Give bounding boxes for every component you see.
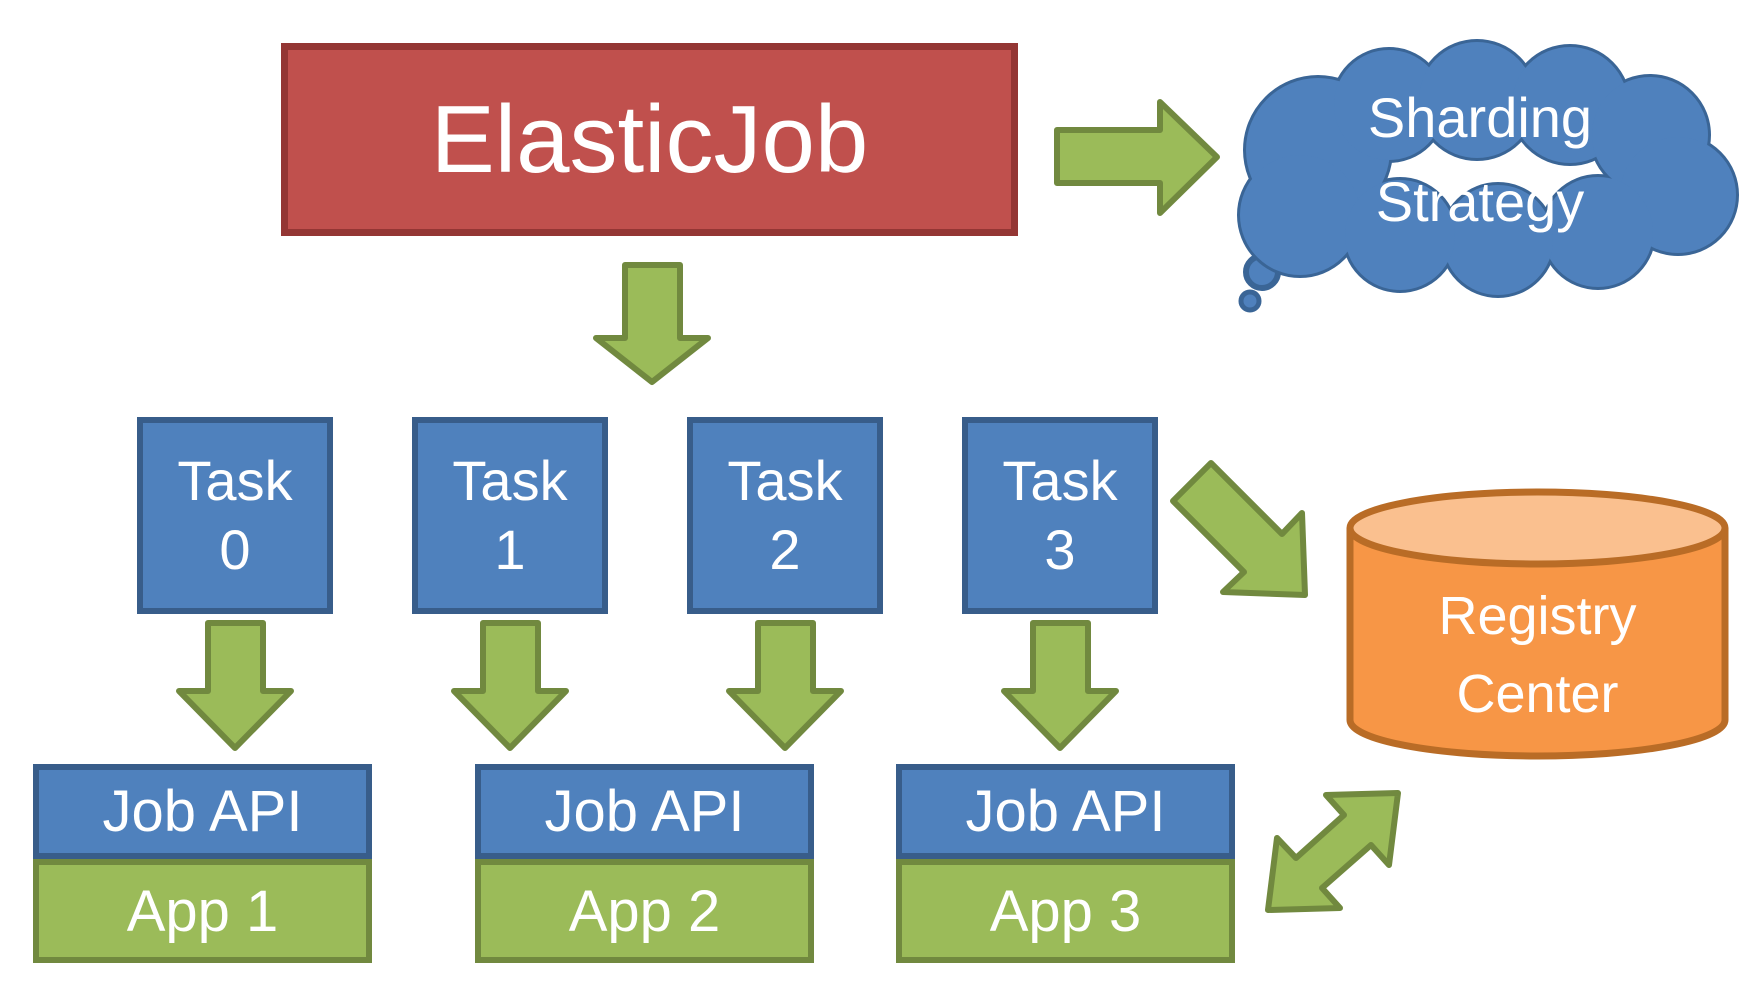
arrow-task3-down-icon xyxy=(1001,620,1119,751)
app-3-box: App 3 xyxy=(896,859,1235,963)
task-index: 1 xyxy=(494,517,526,581)
job-api-1-box: Job API xyxy=(33,764,372,859)
arrow-task1-to-app2-icon xyxy=(451,620,569,751)
app-label: App 1 xyxy=(126,878,279,944)
task-name: Task xyxy=(177,449,293,513)
task-index: 3 xyxy=(1044,517,1076,581)
app-2-box: App 2 xyxy=(475,859,814,963)
job-api-2-box: Job API xyxy=(475,764,814,859)
job-api-label: Job API xyxy=(102,779,303,844)
elasticjob-label: ElasticJob xyxy=(430,85,869,193)
sharding-line: Sharding xyxy=(1367,86,1593,149)
app-label: App 3 xyxy=(989,878,1142,944)
arrow-right-icon xyxy=(1054,99,1220,216)
task-3-box: Task 3 xyxy=(962,417,1158,614)
thought-cloud-icon xyxy=(1237,39,1739,313)
elasticjob-box: ElasticJob xyxy=(281,43,1018,236)
arrow-bidirectional-icon xyxy=(1265,790,1401,913)
arrow-task0-to-app1-icon xyxy=(176,620,294,751)
arrow-task2-to-app3-icon xyxy=(726,620,844,751)
task-index: 0 xyxy=(219,517,251,581)
database-cylinder-icon xyxy=(1346,488,1729,760)
task-name: Task xyxy=(727,449,843,513)
arrow-diagonal-icon xyxy=(1170,460,1308,598)
app-label: App 2 xyxy=(568,878,721,944)
job-api-3-box: Job API xyxy=(896,764,1235,859)
app-1-box: App 1 xyxy=(33,859,372,963)
registry-center-label: Registry Center xyxy=(1350,560,1725,750)
center-line: Center xyxy=(1456,664,1619,724)
task-2-box: Task 2 xyxy=(687,417,883,614)
task-0-box: Task 0 xyxy=(137,417,333,614)
task-name: Task xyxy=(1002,449,1118,513)
task-index: 2 xyxy=(769,517,801,581)
sharding-strategy-label: Sharding Strategy xyxy=(1280,60,1680,260)
job-api-label: Job API xyxy=(544,779,745,844)
strategy-line: Strategy xyxy=(1375,170,1585,233)
job-api-label: Job API xyxy=(965,779,1166,844)
task-name: Task xyxy=(452,449,568,513)
task-1-box: Task 1 xyxy=(412,417,608,614)
registry-line: Registry xyxy=(1438,585,1637,646)
arrow-down-icon xyxy=(593,262,711,385)
